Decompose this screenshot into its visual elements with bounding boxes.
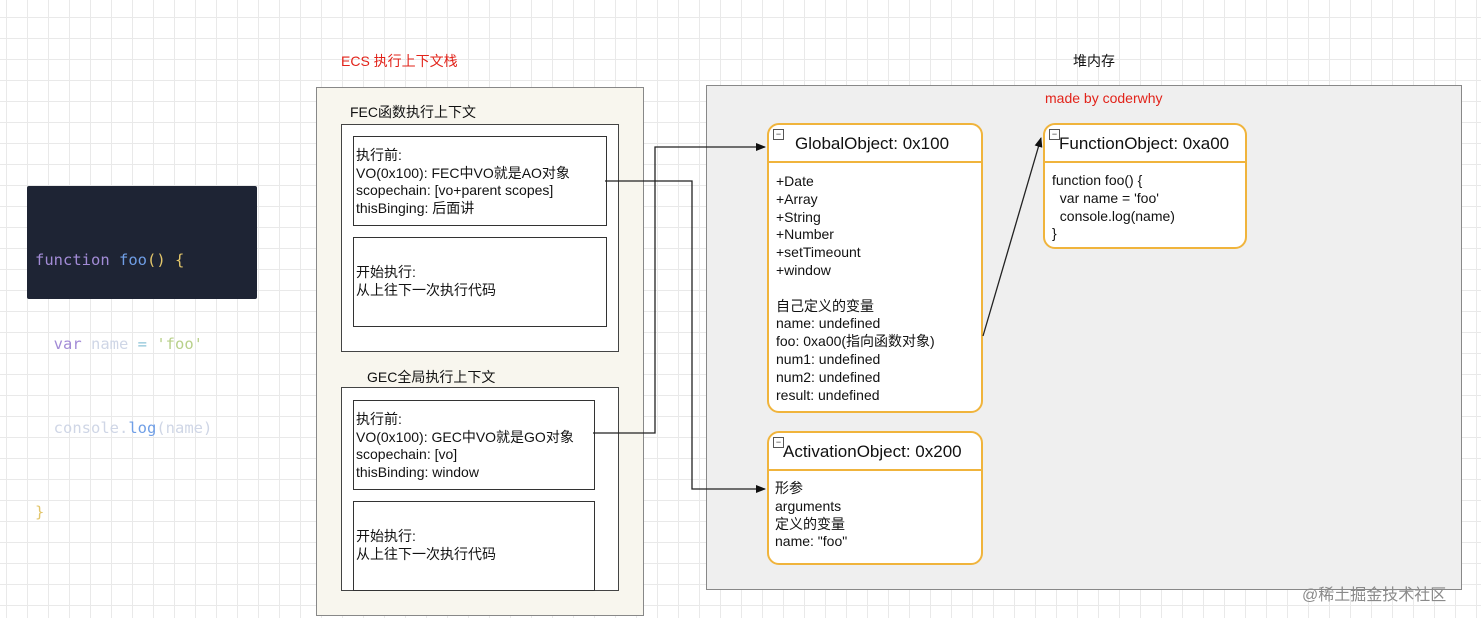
code-token: () { [147,251,185,269]
activation-object: − ActivationObject: 0x200 形参 arguments 定… [767,431,983,565]
fec-before-box: 执行前: VO(0x100): FEC中VO就是AO对象 scopechain:… [353,136,607,226]
code-token: name [91,335,129,353]
fec-start-text: 开始执行: 从上往下一次执行代码 [356,264,496,298]
gec-before-box: 执行前: VO(0x100): GEC中VO就是GO对象 scopechain:… [353,400,595,490]
fec-before-text: 执行前: VO(0x100): FEC中VO就是AO对象 scopechain:… [356,147,570,216]
arrow-foo-to-function-object [982,137,1043,337]
code-line: } [35,498,257,526]
function-object-body: function foo() { var name = 'foo' consol… [1052,172,1175,242]
code-line: var name = 'foo' [35,330,257,358]
fec-title: FEC函数执行上下文 [350,104,476,120]
watermark: @稀土掘金技术社区 [1302,587,1447,604]
function-object-title: FunctionObject: 0xa00 [1045,125,1245,163]
global-object-body: +Date +Array +String +Number +setTimeoun… [776,173,935,403]
gec-title: GEC全局执行上下文 [367,369,496,385]
collapse-icon: − [773,129,784,140]
activation-object-body: 形参 arguments 定义的变量 name: "foo" [775,480,848,550]
activation-object-title: ActivationObject: 0x200 [769,433,981,471]
code-token: console [35,419,119,437]
code-token: (name) [156,419,213,437]
code-token: = [128,335,157,353]
code-line: function foo() { [35,246,257,274]
code-line: console.log(name) [35,414,257,442]
global-object: − GlobalObject: 0x100 +Date +Array +Stri… [767,123,983,413]
code-token: log [128,419,157,437]
code-token: function [35,251,119,269]
code-token: } [35,503,45,521]
gec-start-text: 开始执行: 从上往下一次执行代码 [356,528,496,562]
credit-label: made by coderwhy [1045,90,1163,106]
arrow-gec-to-global-object [593,143,766,434]
arrow-fec-to-activation-object [605,180,766,493]
ecs-title: ECS 执行上下文栈 [341,53,458,69]
collapse-icon: − [773,437,784,448]
global-object-title: GlobalObject: 0x100 [769,125,981,163]
code-token: var [35,335,91,353]
code-token: . [119,419,129,437]
gec-start-box: 开始执行: 从上往下一次执行代码 [353,501,595,591]
function-object: − FunctionObject: 0xa00 function foo() {… [1043,123,1247,249]
code-snippet: function foo() { var name = 'foo' consol… [27,186,257,521]
code-token: 'foo' [156,335,203,353]
gec-before-text: 执行前: VO(0x100): GEC中VO就是GO对象 scopechain:… [356,411,574,480]
fec-start-box: 开始执行: 从上往下一次执行代码 [353,237,607,327]
heap-title: 堆内存 [1073,53,1115,69]
code-token: foo [119,251,147,269]
collapse-icon: − [1049,129,1060,140]
